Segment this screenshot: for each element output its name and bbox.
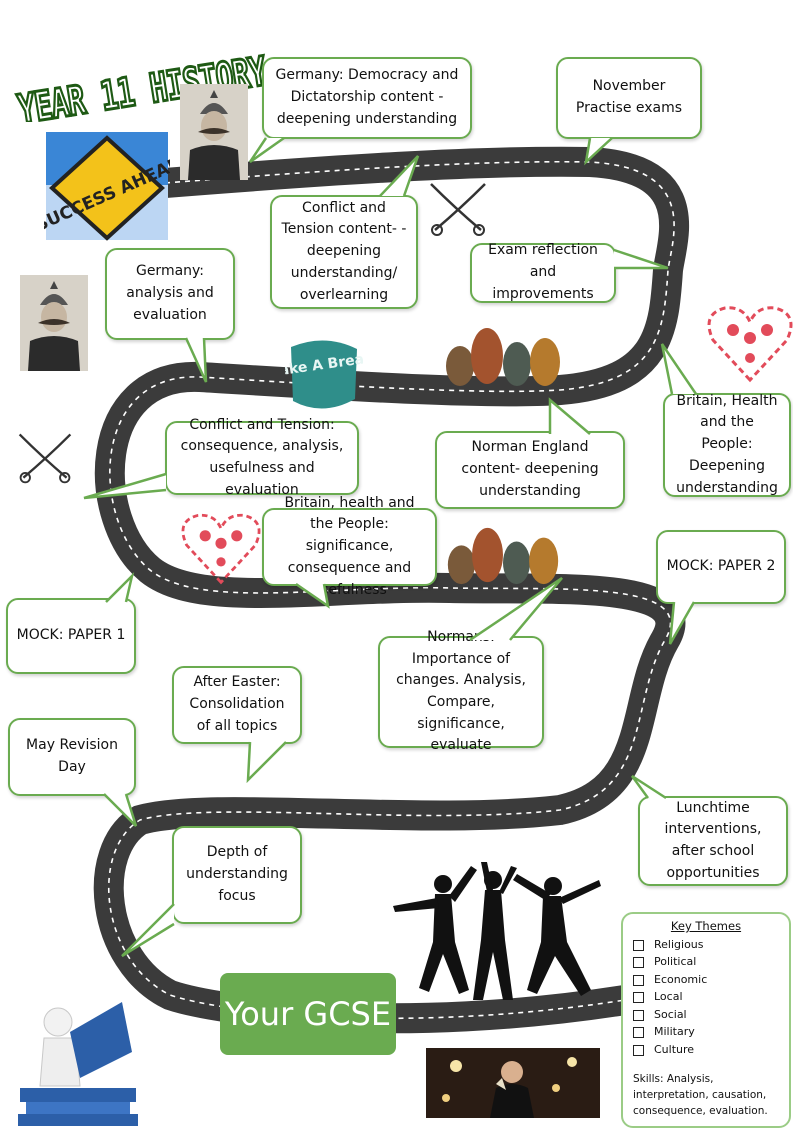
checkbox-icon <box>633 957 644 968</box>
bubble-pointer <box>469 576 563 642</box>
checkbox-icon <box>633 974 644 986</box>
milestone-germany-analysis: Germany: analysis and evaluation <box>105 248 235 340</box>
milestone-britain-health-significance: Britain, health and the People: signific… <box>262 495 437 598</box>
bubble-pointer <box>121 903 175 958</box>
bubble-pointer <box>103 793 138 827</box>
crossed-swords-icon <box>18 433 72 484</box>
theme-item: Culture <box>633 1041 779 1059</box>
milestone-after-easter: After Easter: Consolidation of all topic… <box>172 666 302 744</box>
milestone-norman-content: Norman England content- deepening unders… <box>435 431 625 509</box>
theme-item: Military <box>633 1024 779 1042</box>
checkbox-icon <box>633 1009 644 1021</box>
celebration-toast-photo-icon <box>426 1048 600 1118</box>
key-themes-panel: Key Themes Religious Political Economic … <box>621 912 791 1128</box>
checkbox-icon <box>633 1044 644 1056</box>
bubble-pointer <box>379 155 420 197</box>
reading-figure-icon <box>18 1002 138 1126</box>
norman-figures-icon <box>446 328 560 386</box>
milestone-depth-understanding: Depth of understanding focus <box>172 826 302 924</box>
your-gcse-goal: Your GCSE <box>220 973 396 1055</box>
health-heart-icon <box>181 513 261 585</box>
norman-figures-icon <box>447 527 559 585</box>
bubble-pointer <box>246 741 287 784</box>
take-a-break-icon: Take A Break <box>285 340 363 409</box>
skills-text: Skills: Analysis, interpretation, causat… <box>633 1072 768 1118</box>
theme-item: Economic <box>633 971 779 989</box>
bubble-pointer <box>548 397 591 435</box>
milestone-conflict-tension-skills: Conflict and Tension: consequence, analy… <box>165 417 359 498</box>
theme-item: Social <box>633 1006 779 1024</box>
milestone-lunchtime-interventions: Lunchtime interventions, after school op… <box>638 796 788 886</box>
health-heart-icon <box>707 306 793 383</box>
celebration-silhouettes-icon <box>393 862 601 1000</box>
bubble-pointer <box>105 572 135 603</box>
bubble-pointer <box>184 337 208 383</box>
milestone-exam-reflection: Exam reflection and improvements <box>470 242 616 303</box>
bubble-pointer <box>668 601 696 645</box>
success-sign-icon: SUCCESS AHEAD <box>44 132 170 241</box>
theme-item: Political <box>633 954 779 972</box>
checkbox-icon <box>633 1027 644 1038</box>
checkbox-icon <box>633 939 644 951</box>
theme-item: Local <box>633 989 779 1007</box>
milestone-may-revision: May Revision Day <box>8 718 136 796</box>
key-themes-list: Religious Political Economic Local Socia… <box>633 936 779 1059</box>
milestone-germany-democracy: Germany: Democracy and Dictatorship cont… <box>262 57 472 139</box>
bubble-pointer <box>630 774 667 800</box>
bubble-pointer <box>613 248 669 270</box>
milestone-britain-health-deepening: Britain, Health and the People: Deepenin… <box>663 393 791 497</box>
checkbox-icon <box>633 992 644 1003</box>
milestone-november-exams: November Practise exams <box>556 57 702 139</box>
kaiser-portrait-icon <box>20 275 88 371</box>
bubble-pointer <box>248 136 285 164</box>
bubble-pointer <box>83 472 167 500</box>
bubble-pointer <box>584 137 613 166</box>
theme-item: Religious <box>633 936 779 954</box>
bubble-pointer <box>295 582 330 609</box>
milestone-mock-paper-1: MOCK: PAPER 1 <box>6 598 136 674</box>
crossed-swords-icon <box>430 183 486 236</box>
kaiser-portrait-icon <box>180 84 248 180</box>
milestone-conflict-tension-content: Conflict and Tension content- - deepenin… <box>270 195 418 309</box>
milestone-normans-importance: Normans: Importance of changes. Analysis… <box>378 629 544 753</box>
key-themes-heading: Key Themes <box>670 919 742 933</box>
bubble-pointer <box>660 343 698 395</box>
milestone-mock-paper-2: MOCK: PAPER 2 <box>656 530 786 604</box>
